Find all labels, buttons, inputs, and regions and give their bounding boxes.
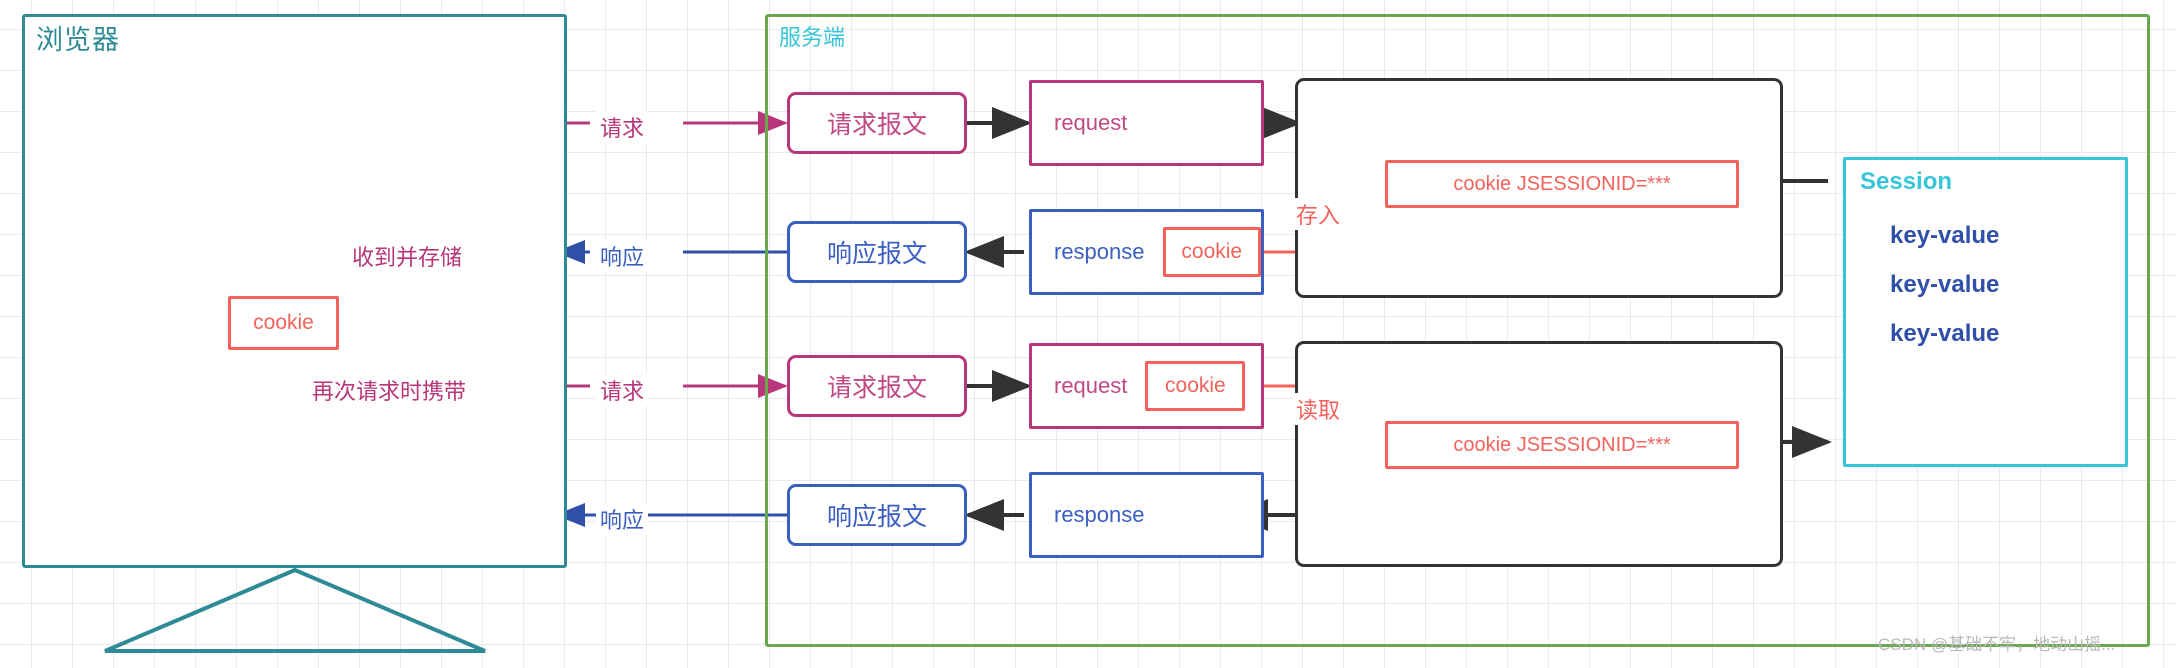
label-read-from-session: 读取 [1293, 393, 1344, 425]
response-cookie-chip: cookie [1162, 227, 1261, 277]
request-cookie-chip: cookie [1145, 361, 1246, 411]
session-entry-1: key-value [1890, 222, 2000, 249]
request-message-box-2: 请求报文 [787, 355, 967, 417]
http-response-box-2: response [1029, 472, 1264, 558]
session-container: Session key-value key-value key-value [1843, 157, 2128, 467]
http-response-label-1: response [1054, 239, 1145, 264]
request-message-box-1: 请求报文 [787, 92, 967, 154]
http-response-box-1: response cookie [1029, 209, 1264, 295]
session-title: Session [1860, 168, 1953, 195]
session-entry-2: key-value [1890, 271, 2000, 298]
label-resend-with-cookie: 再次请求时携带 [308, 374, 471, 406]
browser-title: 浏览器 [36, 25, 120, 55]
http-request-box-2: request cookie [1029, 343, 1264, 429]
label-receive-and-store: 收到并存储 [348, 240, 467, 272]
cookie-jsessionid-box-bottom: cookie JSESSIONID=*** [1385, 421, 1739, 469]
watermark: CSDN @基础不牢，地动山摇... [1878, 635, 2116, 654]
edge-label-response-2: 响应 [596, 503, 649, 535]
session-entry-3: key-value [1890, 320, 2000, 347]
http-request-label-2: request [1054, 373, 1128, 398]
edge-label-request-2: 请求 [596, 374, 649, 406]
response-message-box-1: 响应报文 [787, 221, 967, 283]
edge-label-response-1: 响应 [596, 240, 649, 272]
cookie-jsessionid-box-top: cookie JSESSIONID=*** [1385, 160, 1739, 208]
server-container [765, 14, 2150, 647]
label-store-into-session: 存入 [1293, 198, 1344, 230]
server-title: 服务端 [779, 25, 846, 50]
browser-cookie-box: cookie [228, 296, 339, 350]
http-request-box-1: request [1029, 80, 1264, 166]
browser-container [22, 14, 567, 568]
edge-label-request-1: 请求 [596, 111, 649, 143]
monitor-stand-icon [104, 567, 486, 653]
response-message-box-2: 响应报文 [787, 484, 967, 546]
